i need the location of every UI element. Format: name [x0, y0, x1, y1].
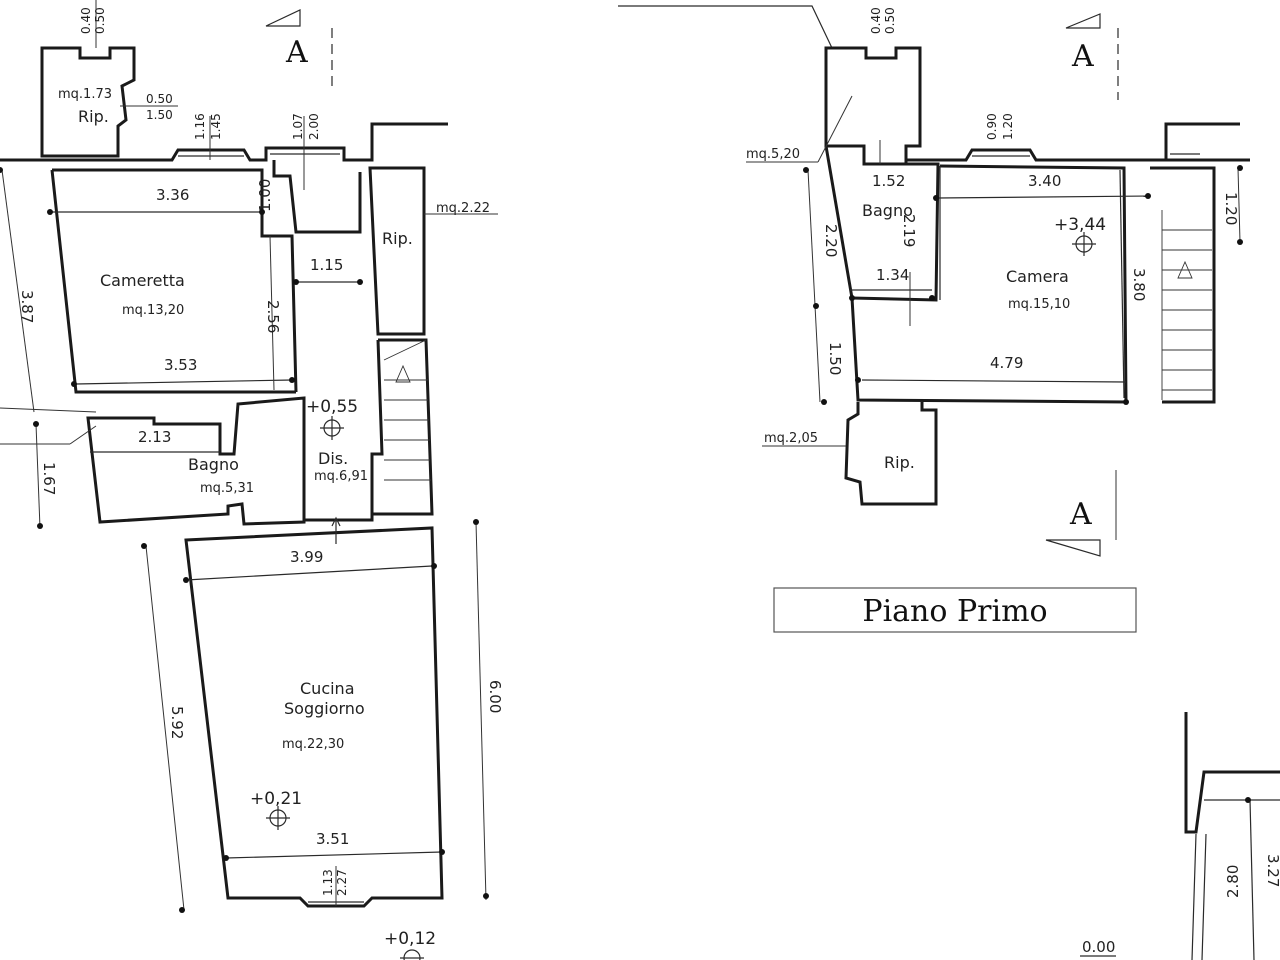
room-area-cameretta: mq.13,20: [122, 303, 184, 318]
dim-3-99: 3.99: [290, 548, 323, 566]
dim-1-50-ff: 1.50: [826, 342, 844, 375]
section-mark-a-first-top: A: [1065, 13, 1119, 100]
level-partial: 0.00: [1082, 938, 1115, 956]
level-marker-cucina: [266, 806, 290, 830]
dim-2-13: 2.13: [138, 428, 171, 446]
dim-2-00: 2.00: [307, 113, 321, 140]
dim-2-56: 2.56: [264, 300, 282, 333]
dim-1-52: 1.52: [872, 172, 905, 190]
level-dis: +0,55: [306, 397, 358, 417]
ground-floor-plan: 3.36 3.87 Cameretta mq.13,20 2.56 3.53 1…: [0, 0, 504, 960]
dim-0-50-ff: 0.50: [883, 7, 897, 34]
level-camera: +3,44: [1054, 215, 1106, 235]
dim-3-27: 3.27: [1264, 854, 1280, 887]
dim-0-50-a: 0.50: [146, 92, 173, 106]
dim-1-50-a: 1.50: [146, 108, 173, 122]
level-marker-camera: [1072, 232, 1096, 256]
first-stair: [1161, 210, 1212, 400]
ground-stair: [383, 339, 431, 481]
dim-3-51: 3.51: [316, 830, 349, 848]
room-area-dis: mq.6,91: [314, 469, 368, 484]
level-marker-entrance: [400, 949, 424, 960]
room-name-rip-right: Rip.: [382, 229, 413, 248]
dim-1-07: 1.07: [291, 113, 305, 140]
room-name-bagno: Bagno: [188, 455, 239, 474]
dim-0-90-ff: 0.90: [985, 113, 999, 140]
dim-0-40-ff: 0.40: [869, 7, 883, 34]
level-marker-dis: [320, 416, 344, 440]
dim-1-67: 1.67: [40, 462, 58, 495]
section-label-a-1: A: [285, 35, 308, 70]
dim-1-20-ff-b: 1.20: [1001, 113, 1015, 140]
partial-plan: 2.80 3.27 0.00: [1080, 712, 1280, 960]
room-name-rip-top: Rip.: [78, 107, 109, 126]
dim-1-45: 1.45: [209, 113, 223, 140]
dim-0-50-b: 0.50: [93, 7, 107, 34]
dim-4-79: 4.79: [990, 354, 1023, 372]
level-cucina: +0,21: [250, 789, 302, 809]
section-mark-a-first-bottom: A: [1045, 497, 1101, 557]
room-area-rip-ff: mq.2,05: [764, 431, 818, 446]
room-name-dis: Dis.: [318, 449, 348, 468]
room-area-cucina: mq.22,30: [282, 737, 344, 752]
dim-2-19: 2.19: [900, 214, 918, 247]
level-entrance: +0,12: [384, 929, 436, 949]
floor-title-box: Piano Primo: [773, 587, 1137, 633]
dim-6-00: 6.00: [486, 680, 504, 713]
room-area-camera: mq.15,10: [1008, 297, 1070, 312]
dim-1-16: 1.16: [193, 113, 207, 140]
room-area-bagno: mq.5,31: [200, 481, 254, 496]
dim-2-20: 2.20: [822, 224, 840, 257]
room-name-rip-ff: Rip.: [884, 453, 915, 472]
section-mark-a-ground: A: [265, 9, 333, 92]
dim-3-36: 3.36: [156, 186, 189, 204]
dim-3-87: 3.87: [18, 290, 36, 323]
dim-2-80: 2.80: [1224, 865, 1242, 898]
dim-1-00: 1.00: [256, 179, 274, 212]
dim-1-34: 1.34: [876, 266, 909, 284]
dim-3-53: 3.53: [164, 356, 197, 374]
dim-1-20-ff: 1.20: [1222, 192, 1240, 225]
first-floor-plan: 0.40 0.50 0.90 1.20 mq.5,20 1.52 3.40 1.…: [618, 5, 1250, 633]
room-name-soggiorno: Soggiorno: [284, 699, 365, 718]
room-name-cameretta: Cameretta: [100, 271, 185, 290]
section-label-a-2: A: [1071, 39, 1094, 74]
room-area-rip-right: mq.2.22: [436, 201, 490, 216]
floor-title: Piano Primo: [862, 594, 1047, 629]
dim-2-27: 2.27: [335, 869, 349, 896]
dim-1-13: 1.13: [321, 869, 335, 896]
dim-5-92: 5.92: [168, 706, 186, 739]
room-area-bagno-ff: mq.5,20: [746, 147, 800, 162]
dim-3-80: 3.80: [1130, 268, 1148, 301]
dim-1-15: 1.15: [310, 256, 343, 274]
dim-3-40: 3.40: [1028, 172, 1061, 190]
room-name-camera: Camera: [1006, 267, 1069, 286]
room-area-rip-top: mq.1.73: [58, 87, 112, 102]
room-name-bagno-ff: Bagno: [862, 201, 913, 220]
section-label-a-3: A: [1069, 497, 1092, 532]
room-name-cucina: Cucina: [300, 679, 355, 698]
dim-0-40-a: 0.40: [79, 7, 93, 34]
